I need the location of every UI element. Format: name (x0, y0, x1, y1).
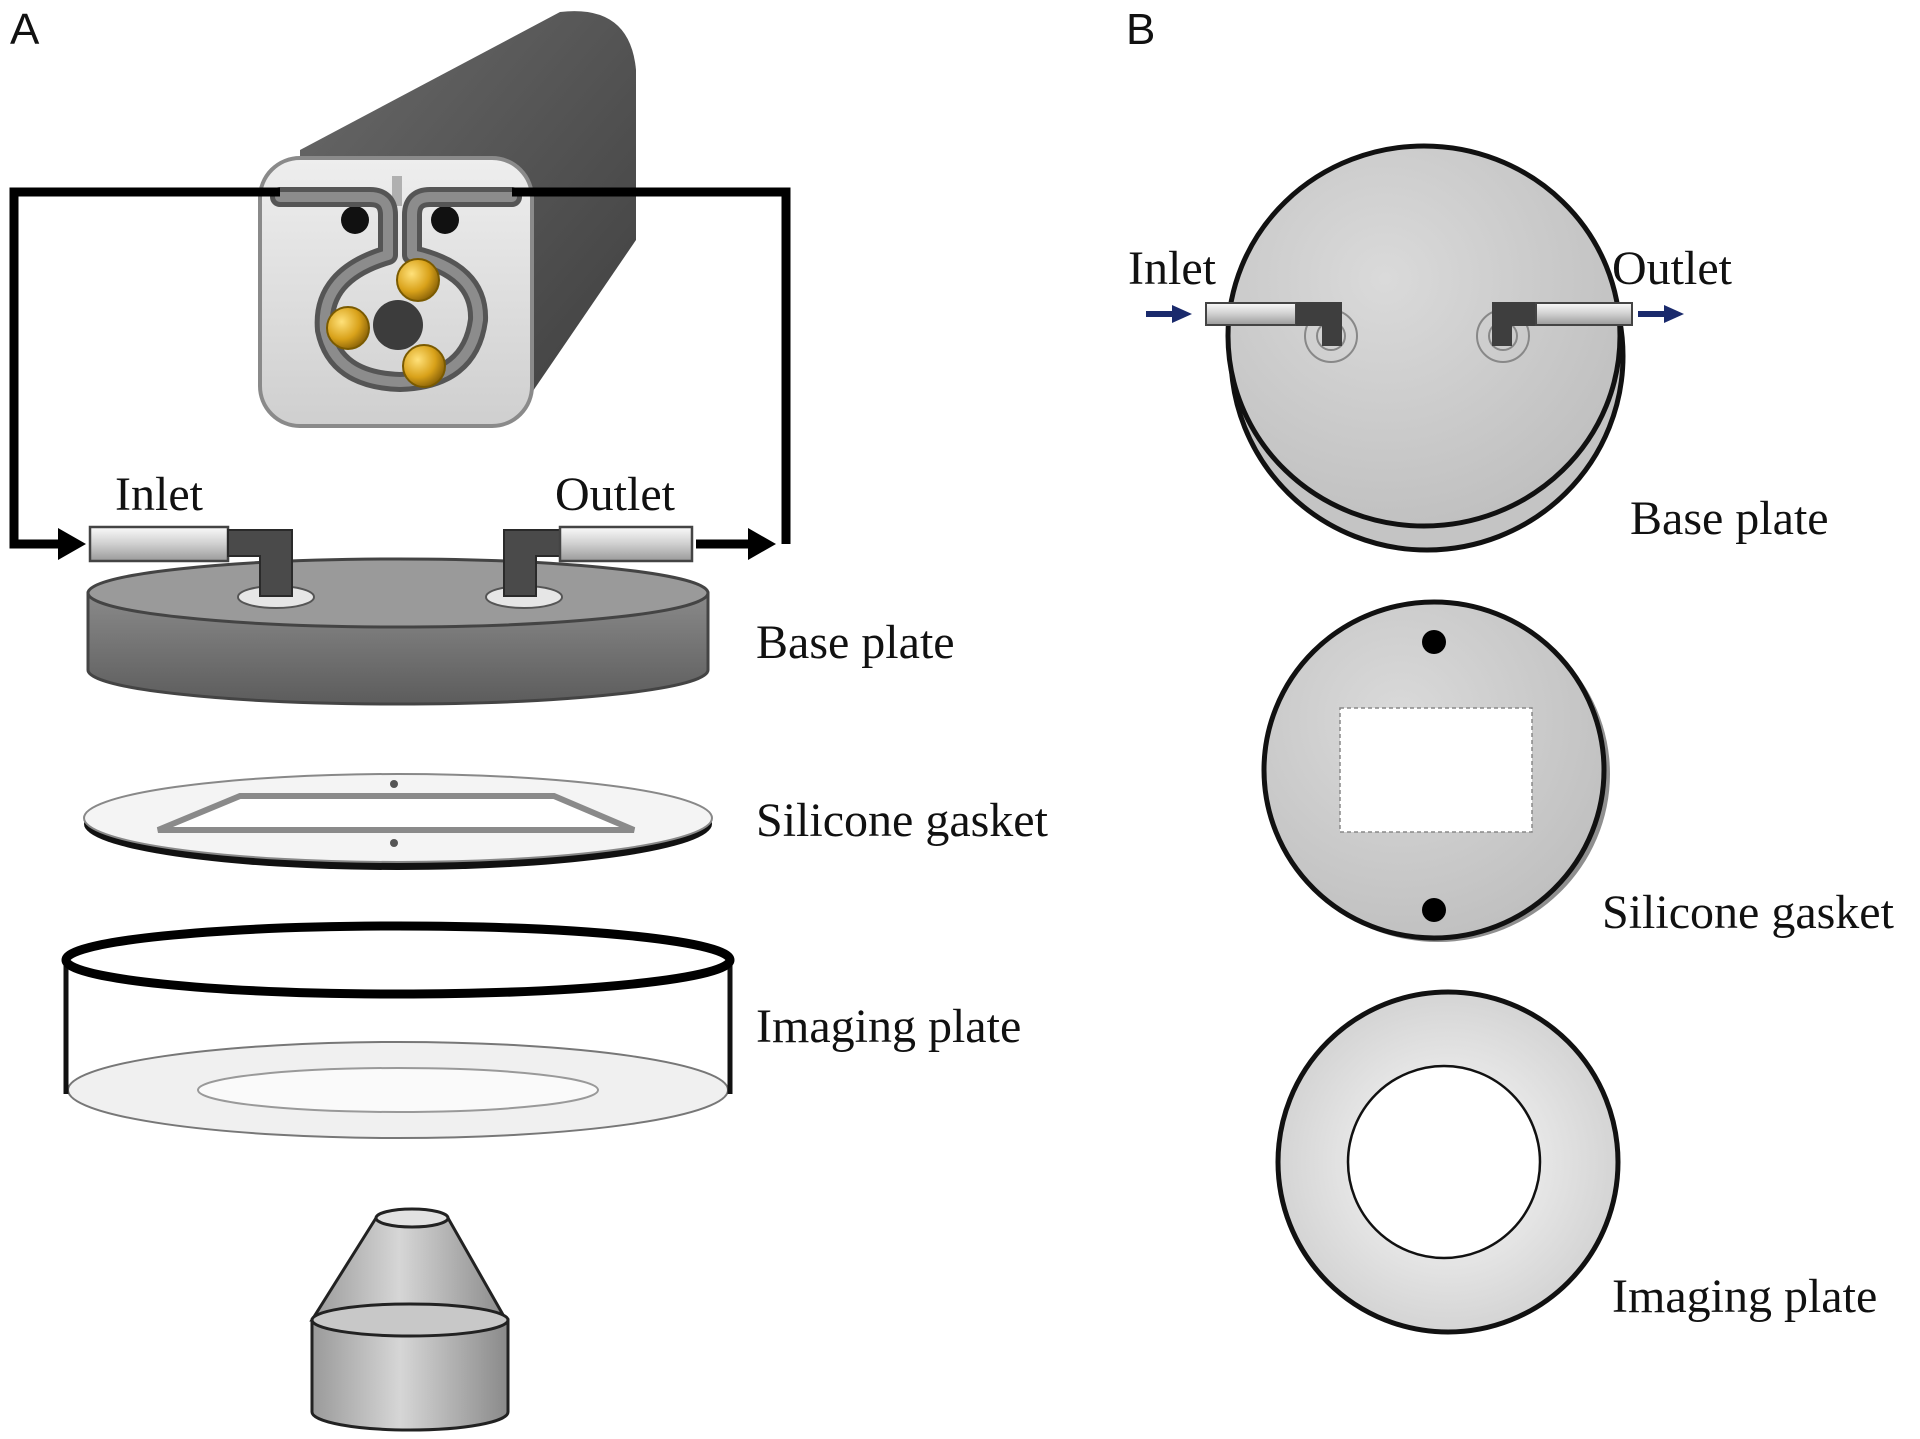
outlet-arrow-b-head (1664, 305, 1684, 323)
outlet-connector-b-elbow (1492, 302, 1536, 346)
panel-b-gasket-label: Silicone gasket (1602, 886, 1895, 939)
imaging-plate-b-window (1346, 1064, 1542, 1260)
imaging-plate-window (197, 1067, 599, 1113)
panel-a-gasket-label: Silicone gasket (756, 794, 1049, 847)
outlet-connector-tube (558, 525, 694, 563)
base-plate-b-top (1225, 143, 1623, 529)
panel-a-inlet-label: Inlet (115, 468, 204, 521)
base-plate-top (86, 557, 710, 629)
panel-a-outlet-label: Outlet (555, 468, 676, 521)
panel-b-letter: B (1126, 5, 1155, 54)
gasket-hole-bottom (390, 839, 398, 847)
pump-tubing-highlight (275, 192, 517, 387)
pump-tube-guide (392, 176, 402, 206)
silicone-gasket-top-view (1261, 599, 1610, 942)
gasket-b-hole-bottom (1422, 898, 1446, 922)
base-plate-top-view (1225, 143, 1626, 553)
gasket-b-window (1339, 707, 1533, 833)
imaging-plate-side-view (61, 921, 735, 1139)
panel-a: A (9, 5, 1049, 1432)
microscope-objective (309, 1207, 510, 1432)
outlet-tubing-line (512, 187, 791, 544)
pump-knob-right (431, 206, 459, 234)
inlet-tubing-line (9, 187, 280, 549)
gasket-window (156, 793, 636, 833)
panel-a-imaging-plate-label: Imaging plate (756, 1000, 1021, 1053)
panel-b-inlet-label: Inlet (1128, 242, 1217, 295)
pump-knob-left (341, 206, 369, 234)
objective-barrel (310, 1318, 510, 1432)
pump-roller-left (326, 306, 370, 350)
silicone-gasket-side-view (83, 773, 713, 870)
inlet-connector-b-tube (1205, 302, 1297, 326)
panel-b-base-plate-label: Base plate (1630, 492, 1829, 545)
outlet-connector-b-tube (1535, 302, 1633, 326)
panel-b: B Inlet Outlet Base plate (1126, 5, 1895, 1335)
outlet-flow-arrow (748, 528, 776, 560)
panel-a-letter: A (10, 5, 40, 54)
panel-a-base-plate-label: Base plate (756, 616, 955, 669)
inlet-connector-b (1146, 302, 1342, 346)
outlet-connector (503, 525, 694, 597)
base-plate-side-view (86, 557, 710, 706)
inlet-arrow-b-head (1172, 305, 1192, 323)
imaging-plate-top-view (1275, 989, 1621, 1335)
panel-b-imaging-plate-label: Imaging plate (1612, 1270, 1877, 1323)
inlet-connector-b-elbow (1296, 302, 1342, 346)
peristaltic-pump (258, 11, 636, 428)
pump-roller-right (402, 344, 446, 388)
gasket-hole-top (390, 780, 398, 788)
pump-roller-top (396, 258, 440, 302)
inlet-elbow (227, 529, 293, 597)
inlet-connector-tube (88, 525, 230, 563)
objective-tip (374, 1207, 450, 1229)
inlet-flow-arrow (58, 528, 86, 560)
pump-rotor-hub (373, 300, 423, 350)
imaging-plate-rim (61, 921, 735, 999)
panel-b-outlet-label: Outlet (1612, 242, 1733, 295)
inlet-connector (88, 525, 293, 597)
objective-barrel-top (310, 1302, 510, 1338)
gasket-b-hole-top (1422, 630, 1446, 654)
outlet-connector-b (1492, 302, 1684, 346)
